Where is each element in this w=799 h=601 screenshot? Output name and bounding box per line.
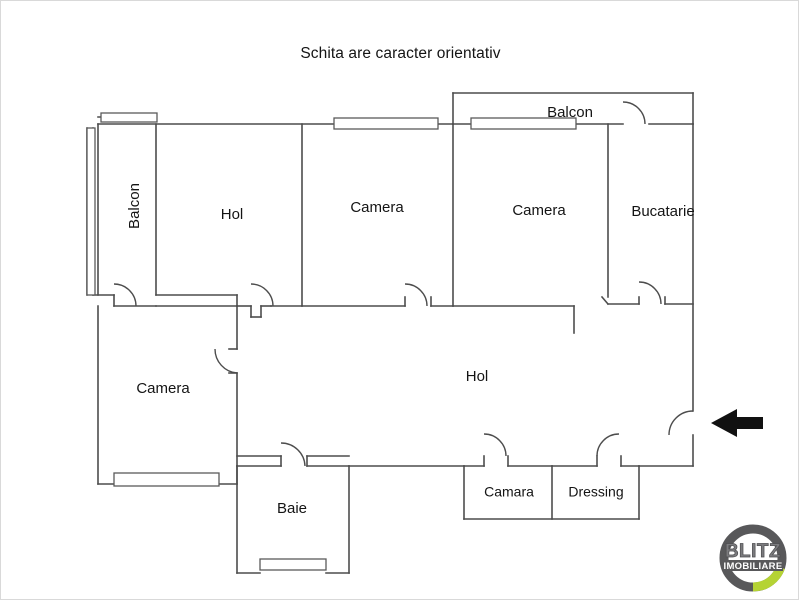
page-title: Schita are caracter orientativ	[300, 45, 501, 62]
windows	[86, 112, 577, 571]
room-label-bucatarie: Bucatarie	[631, 203, 694, 220]
logo-tagline-band	[723, 560, 783, 571]
wall-camera-left	[228, 305, 238, 485]
door-arcs	[113, 101, 694, 467]
room-label-hol-main: Hol	[466, 368, 489, 385]
room-label-balcon-top: Balcon	[547, 104, 593, 121]
room-label-balcon-left: Balcon	[126, 183, 143, 229]
logo-tagline-text: IMOBILIARE	[724, 561, 783, 572]
logo-brand-text: BLITZ	[725, 541, 781, 562]
wall-outline	[92, 92, 694, 485]
room-label-camera-left: Camera	[136, 380, 190, 397]
entrance-arrow-icon	[711, 409, 763, 437]
room-baie-walls	[236, 455, 350, 574]
room-label-hol-top: Hol	[221, 206, 244, 223]
room-label-camara: Camara	[484, 484, 534, 500]
room-camara-dressing-walls	[463, 465, 640, 520]
partitions-top-row	[301, 123, 610, 307]
room-labels: Balcon Hol Camera Balcon Camera Bucatari…	[126, 104, 695, 517]
blitz-imobiliare-logo: BLITZ IMOBILIARE	[714, 520, 792, 596]
wall-corridor-top	[113, 294, 694, 334]
room-label-baie: Baie	[277, 500, 307, 517]
room-label-camera-top-1: Camera	[350, 199, 404, 216]
wall-corridor-bottom	[236, 455, 640, 467]
room-label-dressing: Dressing	[568, 484, 623, 500]
room-label-camera-top-2: Camera	[512, 202, 566, 219]
